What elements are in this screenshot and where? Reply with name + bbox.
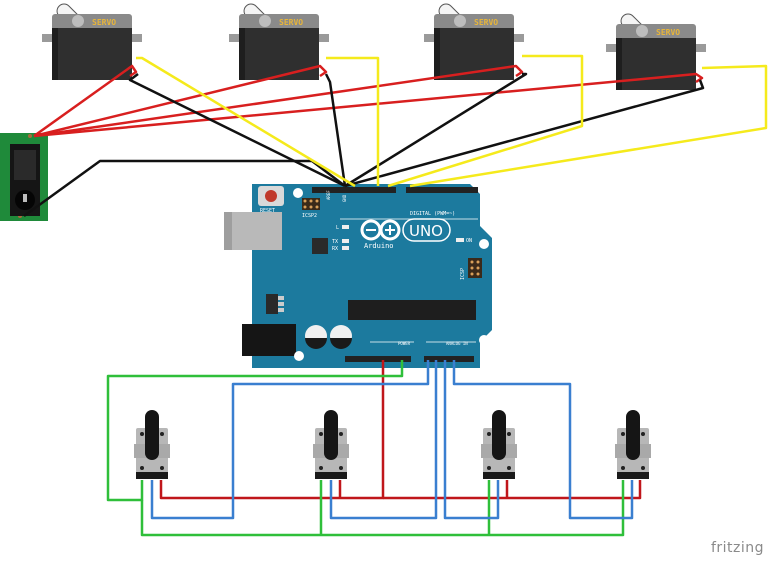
fritzing-watermark: fritzing — [710, 540, 764, 556]
servo-3: SERVO — [423, 0, 525, 81]
servo-label: SERVO — [279, 18, 303, 27]
wire-red-5v — [159, 360, 385, 500]
led-l-label: L — [336, 225, 339, 231]
potentiometer-1[interactable] — [134, 410, 170, 479]
wire-yellow — [326, 56, 380, 186]
arduino-logo: UNO Arduino — [360, 218, 451, 250]
wire-black — [344, 72, 528, 188]
potentiometer-2[interactable] — [313, 410, 349, 479]
wire-black — [128, 73, 346, 188]
wire-blue-a0 — [150, 360, 430, 520]
wire-red — [33, 64, 524, 138]
reset-label: RESET — [260, 208, 275, 214]
potentiometer-4[interactable] — [615, 410, 651, 479]
wire-green-gnd — [106, 360, 404, 502]
wire-yellow — [387, 54, 584, 188]
power-header — [345, 356, 411, 362]
on-label: ON — [466, 238, 472, 244]
model-label: UNO — [409, 222, 443, 240]
wire-green-gnd — [140, 480, 625, 537]
gnd-label: GND — [342, 194, 347, 202]
usb-chip — [312, 238, 328, 254]
icsp-header: ICSP — [460, 258, 482, 280]
wire-red — [33, 64, 328, 138]
dc-power-jack — [0, 133, 48, 221]
power-label: POWER — [398, 341, 411, 346]
wire-blue-a3 — [452, 360, 634, 520]
wire-black — [324, 73, 347, 187]
wire-blue-a1 — [329, 360, 438, 520]
wire-red — [33, 72, 704, 138]
wires — [23, 54, 768, 537]
servo-4: SERVO — [605, 10, 707, 91]
servo-label: SERVO — [656, 28, 680, 37]
atmega-chip — [348, 300, 476, 320]
digital-label: DIGITAL (PWM=~) — [410, 211, 455, 217]
wire-black — [23, 159, 346, 218]
servo-1: SERVO — [41, 0, 143, 81]
analog-header — [424, 356, 474, 362]
arduino-uno-board: RESET ICSP2 AREF GND DIGITAL (PWM=~) L T… — [224, 184, 492, 368]
usb-port — [224, 212, 282, 250]
analog-label: ANALOG IN — [446, 341, 468, 346]
icsp2-header: ICSP2 — [302, 198, 320, 219]
wire-yellow — [136, 56, 356, 188]
potentiometer-3[interactable] — [481, 410, 517, 479]
aref-label: AREF — [326, 190, 331, 200]
wire-yellow — [409, 64, 768, 188]
wire-black — [344, 79, 705, 188]
led-rx-label: RX — [332, 246, 338, 252]
led-tx-label: TX — [332, 239, 338, 245]
logo-text: Arduino — [364, 242, 394, 250]
wire-red — [33, 64, 138, 138]
wire-blue-a2 — [443, 360, 500, 520]
icsp2-label: ICSP2 — [302, 213, 317, 219]
icsp-label: ICSP — [460, 268, 466, 280]
servo-2: SERVO — [228, 0, 330, 81]
power-barrel — [242, 324, 296, 356]
servo-label: SERVO — [474, 18, 498, 27]
servo-label: SERVO — [92, 18, 116, 27]
digital-header: AREF GND DIGITAL (PWM=~) — [312, 187, 478, 217]
wire-red-5v — [383, 480, 642, 500]
